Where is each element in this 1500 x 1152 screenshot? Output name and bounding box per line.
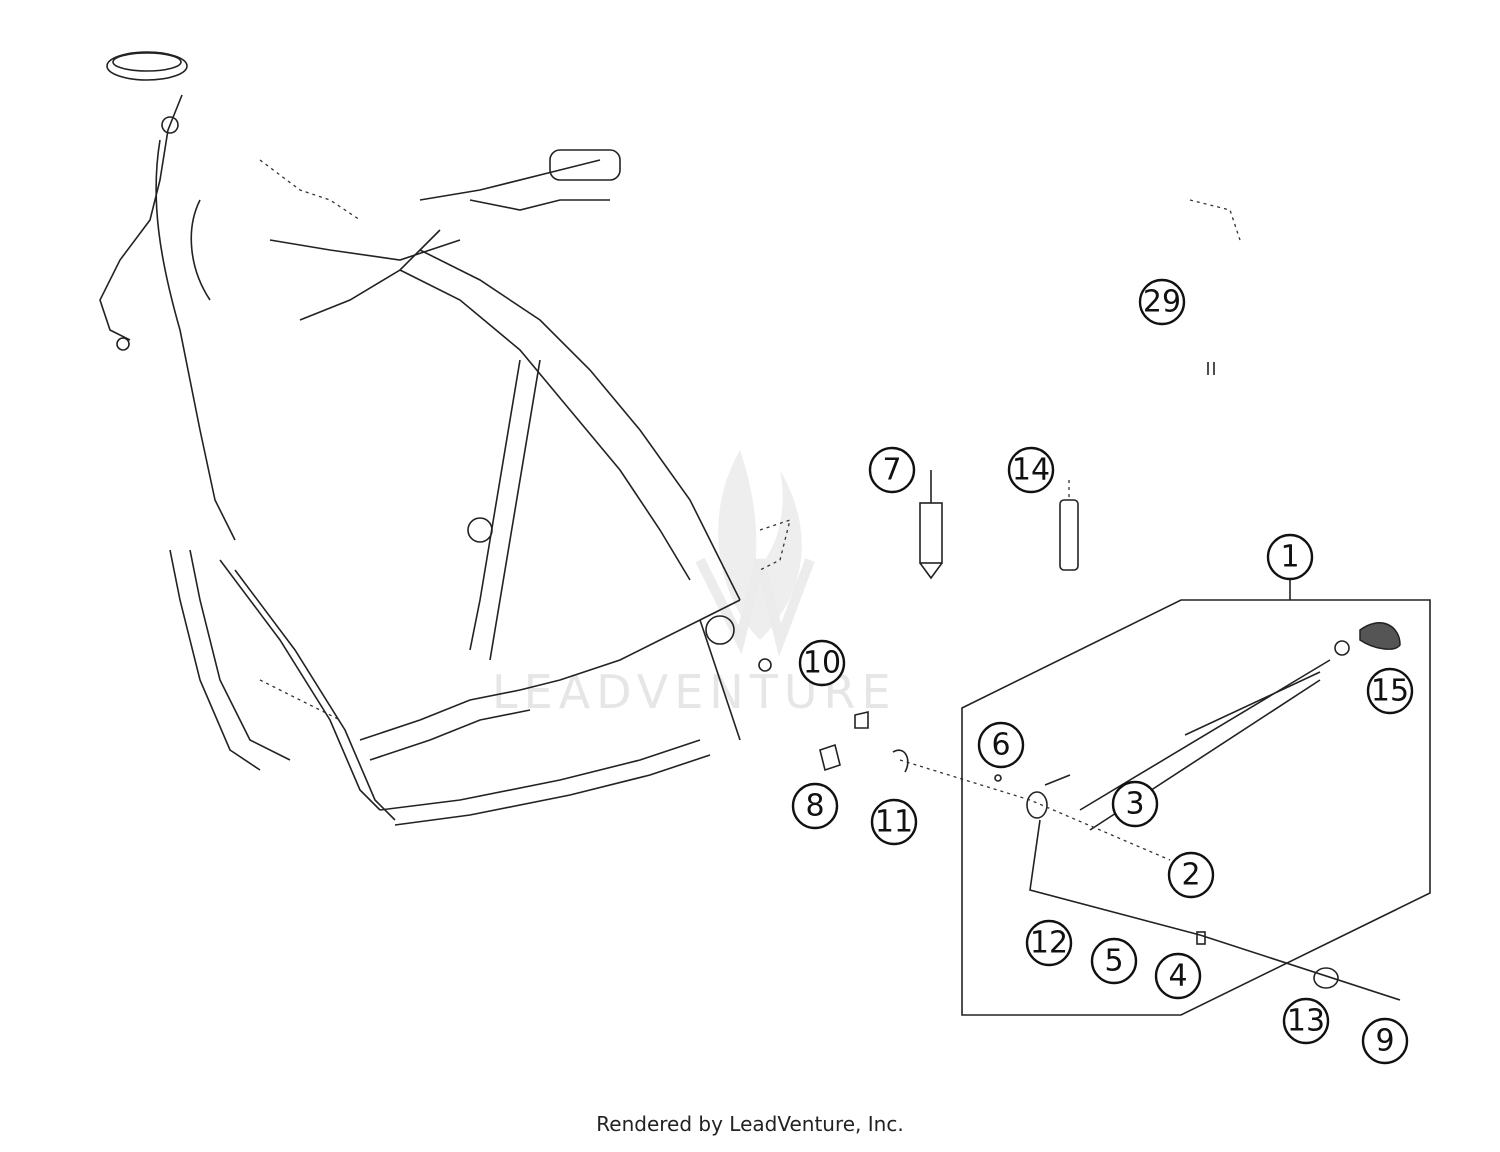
svg-text:7: 7 bbox=[882, 453, 901, 488]
callout-4[interactable]: 4 bbox=[1154, 952, 1202, 1000]
frame-drawing bbox=[99, 51, 791, 826]
svg-text:29: 29 bbox=[1143, 285, 1181, 320]
svg-text:5: 5 bbox=[1104, 944, 1123, 979]
footer-credit: Rendered by LeadVenture, Inc. bbox=[596, 1112, 904, 1136]
svg-text:1: 1 bbox=[1280, 540, 1299, 575]
svg-text:12: 12 bbox=[1030, 926, 1068, 961]
callout-5[interactable]: 5 bbox=[1090, 937, 1138, 985]
callout-8[interactable]: 8 bbox=[791, 782, 839, 830]
svg-text:13: 13 bbox=[1287, 1004, 1325, 1039]
svg-text:10: 10 bbox=[803, 646, 841, 681]
callout-14[interactable]: 14 bbox=[1007, 446, 1055, 494]
svg-text:15: 15 bbox=[1371, 674, 1409, 709]
callout-7[interactable]: 7 bbox=[868, 446, 916, 494]
callout-12[interactable]: 12 bbox=[1025, 919, 1073, 967]
svg-text:14: 14 bbox=[1012, 453, 1050, 488]
callout-9[interactable]: 9 bbox=[1361, 1017, 1409, 1065]
svg-text:9: 9 bbox=[1375, 1024, 1394, 1059]
svg-text:8: 8 bbox=[805, 789, 824, 824]
svg-text:2: 2 bbox=[1181, 858, 1200, 893]
callout-11[interactable]: 11 bbox=[870, 798, 918, 846]
callout-10[interactable]: 10 bbox=[798, 639, 846, 687]
callout-3[interactable]: 3 bbox=[1111, 780, 1159, 828]
svg-text:11: 11 bbox=[875, 805, 913, 840]
callout-6[interactable]: 6 bbox=[977, 721, 1025, 769]
callout-1[interactable]: 1 bbox=[1266, 533, 1314, 581]
svg-text:4: 4 bbox=[1168, 959, 1187, 994]
callout-29[interactable]: 29 bbox=[1138, 278, 1186, 326]
parts-drawing bbox=[819, 199, 1401, 1001]
callout-13[interactable]: 13 bbox=[1282, 997, 1330, 1045]
svg-text:6: 6 bbox=[991, 728, 1010, 763]
callout-15[interactable]: 15 bbox=[1366, 667, 1414, 715]
kit-outline bbox=[961, 599, 1431, 1016]
svg-text:3: 3 bbox=[1125, 787, 1144, 822]
callout-2[interactable]: 2 bbox=[1167, 851, 1215, 899]
